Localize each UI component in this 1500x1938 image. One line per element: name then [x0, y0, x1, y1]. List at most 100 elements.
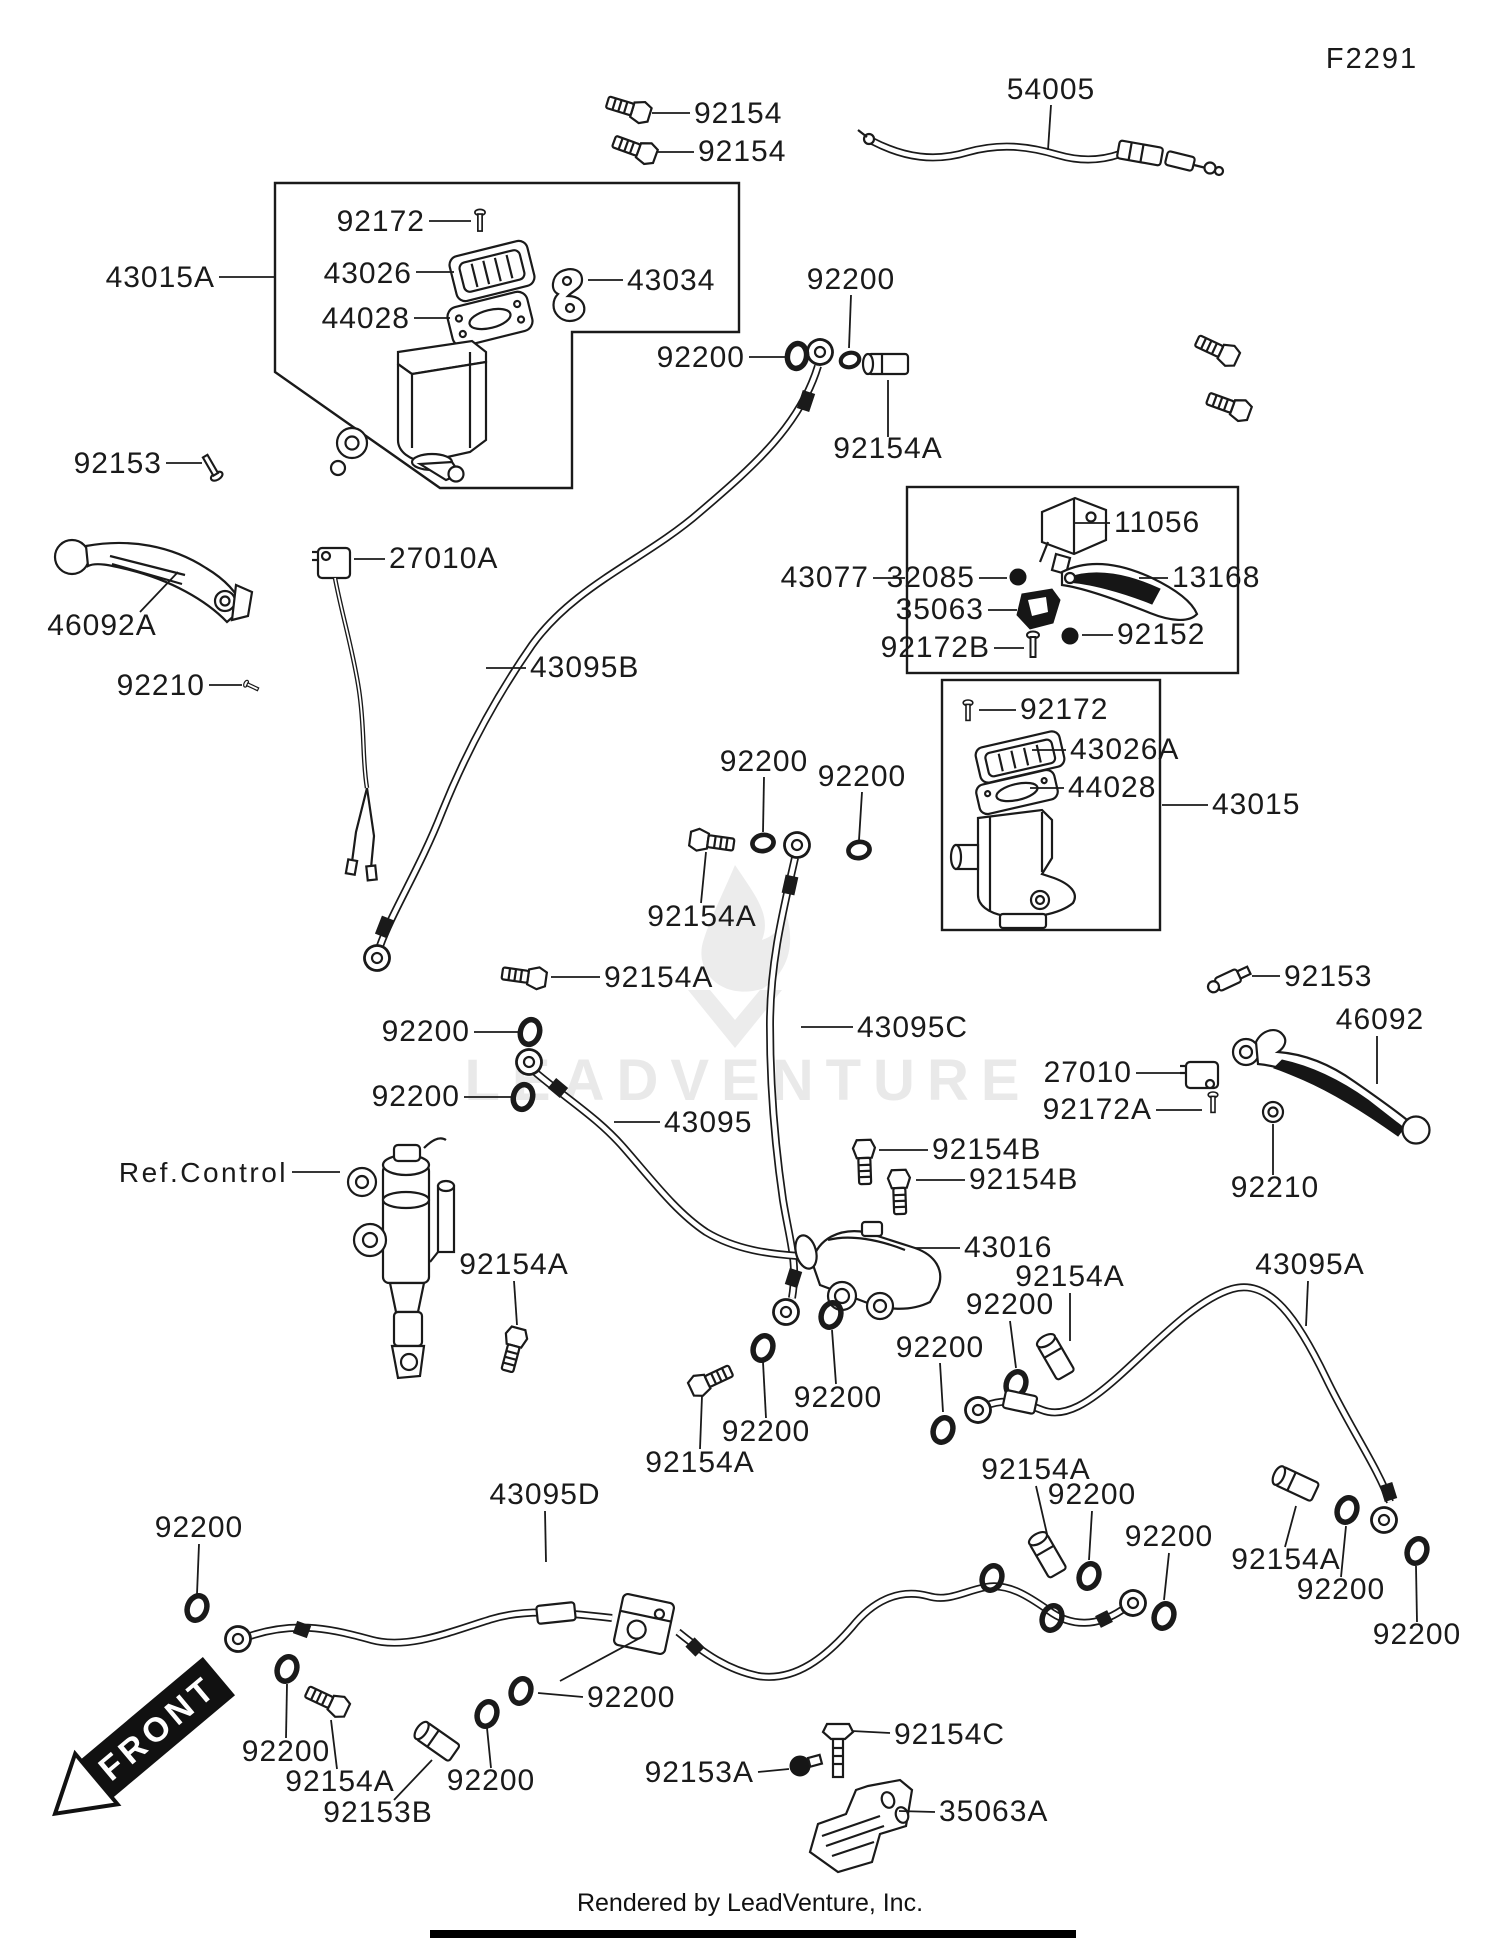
diaphragm-44028: [446, 290, 534, 348]
master-cylinder-sub-assembly-43077: [1009, 496, 1199, 658]
part-label-43095a: 43095A: [1255, 1248, 1364, 1281]
brake-lever-46092: [1231, 1029, 1431, 1145]
part-label-92154a: 92154A: [1015, 1260, 1124, 1293]
part-label-92154a: 92154A: [647, 900, 756, 933]
brake-switch-27010a: [312, 546, 378, 882]
leader-line: [699, 1395, 703, 1450]
part-label-92154a: 92154A: [833, 432, 942, 465]
part-label-92172: 92172: [337, 205, 425, 238]
bottom-edge-bar: [430, 1930, 1076, 1938]
part-label-92200: 92200: [896, 1331, 984, 1364]
part-label-92200: 92200: [1373, 1618, 1461, 1651]
leader-line: [762, 1361, 767, 1419]
leader-line: [486, 1727, 492, 1769]
part-label-35063a: 35063A: [939, 1795, 1048, 1828]
part-label-43026a: 43026A: [1070, 733, 1179, 766]
part-label-92153b: 92153B: [323, 1796, 432, 1829]
part-label-92210: 92210: [117, 669, 205, 702]
part-label-92154a: 92154A: [981, 1453, 1090, 1486]
part-label-43015a: 43015A: [106, 261, 215, 294]
rear-master-cylinder-ref-control: [346, 1137, 456, 1380]
leader-line: [858, 791, 863, 841]
part-label-92200: 92200: [1048, 1478, 1136, 1511]
brake-hose-43095a: [960, 1283, 1401, 1537]
part-label-92200: 92200: [794, 1381, 882, 1414]
part-label-92200: 92200: [807, 263, 895, 296]
brake-lever-46092a: [53, 538, 254, 624]
leader-line: [831, 1329, 837, 1385]
part-label-43095d: 43095D: [489, 1478, 600, 1511]
brake-hose-43095b: [360, 334, 838, 975]
reservoir-body: [329, 339, 488, 483]
part-label-ref-control: Ref.Control: [119, 1157, 288, 1188]
part-label-92154b: 92154B: [969, 1163, 1078, 1196]
part-label-43095b: 43095B: [530, 651, 639, 684]
part-label-92154c: 92154C: [894, 1718, 1005, 1751]
front-direction-arrow: FRONT: [52, 1656, 236, 1817]
part-label-43095c: 43095C: [857, 1011, 968, 1044]
leader-line: [1009, 1320, 1017, 1369]
part-label-92154a: 92154A: [1231, 1543, 1340, 1576]
part-labels-layer: F229154005921549215492172430264402843034…: [47, 43, 1461, 1829]
leader-line: [559, 1637, 641, 1682]
part-label-92154a: 92154A: [285, 1765, 394, 1798]
part-label-92154a: 92154A: [604, 961, 713, 994]
part-label-92200: 92200: [722, 1415, 810, 1448]
part-label-92200: 92200: [1125, 1520, 1213, 1553]
leader-line: [1047, 104, 1052, 151]
part-label-11056: 11056: [1114, 506, 1200, 539]
part-label-f2291: F2291: [1326, 43, 1418, 75]
leader-line: [544, 1510, 547, 1563]
leader-line: [939, 1362, 944, 1413]
part-label-43016: 43016: [964, 1231, 1052, 1264]
part-label-92200: 92200: [447, 1764, 535, 1797]
brake-switch-27010: [1180, 1060, 1220, 1090]
leader-line: [537, 1692, 584, 1698]
part-label-43026: 43026: [324, 257, 412, 290]
leader-line: [1035, 1485, 1048, 1535]
part-label-27010a: 27010A: [389, 542, 498, 575]
part-label-46092a: 46092A: [47, 609, 156, 642]
reservoir-cap-43026: [448, 239, 536, 303]
part-label-32085: 32085: [887, 561, 975, 594]
leader-line: [393, 1759, 433, 1801]
part-label-92152: 92152: [1117, 618, 1205, 651]
leader-line: [513, 1280, 518, 1326]
leader-line: [1284, 1505, 1297, 1548]
front-master-cylinder-assembly-43015: [949, 699, 1076, 930]
bracket-35063a: [808, 1778, 914, 1874]
part-label-35063: 35063: [896, 593, 984, 626]
part-label-92153a: 92153A: [645, 1756, 754, 1789]
part-label-92200: 92200: [1297, 1573, 1385, 1606]
clamp-43034: [551, 268, 586, 322]
plug-92153a: [789, 1753, 824, 1777]
group-box-43077: [905, 485, 1240, 675]
part-label-46092: 46092: [1336, 1003, 1424, 1036]
leader-line: [1415, 1565, 1418, 1623]
part-label-92200: 92200: [657, 341, 745, 374]
leader-line: [139, 571, 179, 613]
group-box-43015a: [273, 181, 741, 490]
leader-line: [285, 1683, 288, 1739]
part-label-92200: 92200: [372, 1080, 460, 1113]
part-label-92153: 92153: [1284, 960, 1372, 993]
part-label-54005: 54005: [1007, 73, 1095, 106]
part-label-92200: 92200: [818, 760, 906, 793]
brake-hose-43095d: [222, 1582, 1151, 1681]
part-label-92172: 92172: [1020, 693, 1108, 726]
leader-line: [1088, 1510, 1093, 1561]
part-label-92200: 92200: [155, 1511, 243, 1544]
part-label-92172a: 92172A: [1043, 1093, 1152, 1126]
part-label-92200: 92200: [382, 1015, 470, 1048]
part-label-92154: 92154: [694, 97, 782, 130]
brake-hose-43095c: [765, 828, 814, 1328]
part-label-92200: 92200: [720, 745, 808, 778]
part-label-43015: 43015: [1212, 788, 1300, 821]
part-label-44028: 44028: [322, 302, 410, 335]
part-label-92200: 92200: [966, 1288, 1054, 1321]
clutch-cable-54005: [857, 129, 1225, 177]
leader-line: [757, 1768, 790, 1773]
leader-line: [848, 294, 852, 349]
